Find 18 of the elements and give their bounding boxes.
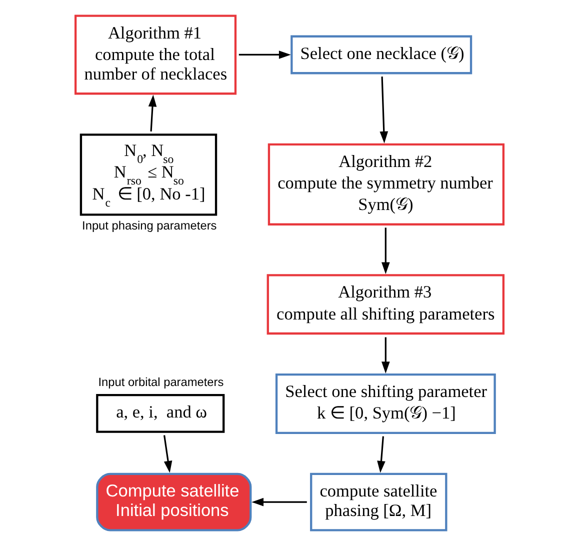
arrow [381,337,390,374]
arrow [148,94,156,132]
node-box: Algorithm #3 compute all shifting parameters [266,274,504,335]
node-box: Algorithm #2 compute the symmetry number Sym(𝒢) [267,143,504,226]
arrow [251,498,306,506]
arrow [379,76,388,144]
arrow [238,50,290,59]
node-box: Select one shifting parameter k ∈ [0, Sym(𝒢) −1] [274,373,496,434]
arrow [162,435,172,473]
arrow [376,436,385,473]
arrow [381,228,390,274]
node-box: a, e, i, and ω [96,394,224,433]
node-box: Select one necklace (𝒢) [290,35,472,74]
node-box: Algorithm #1 compute the total number of necklaces [74,14,236,95]
node-box: compute satellite phasing [Ω, M] [310,472,447,532]
node-label: Input orbital parameters [98,375,224,390]
node-label: Input phasing parameters [82,218,216,233]
node-box: N$_{0}$, N$_{so}$ N$_{rso}$ ≤ N$_{so}$ N$_{c}$ ∈ [0, No -1] [79,134,217,216]
